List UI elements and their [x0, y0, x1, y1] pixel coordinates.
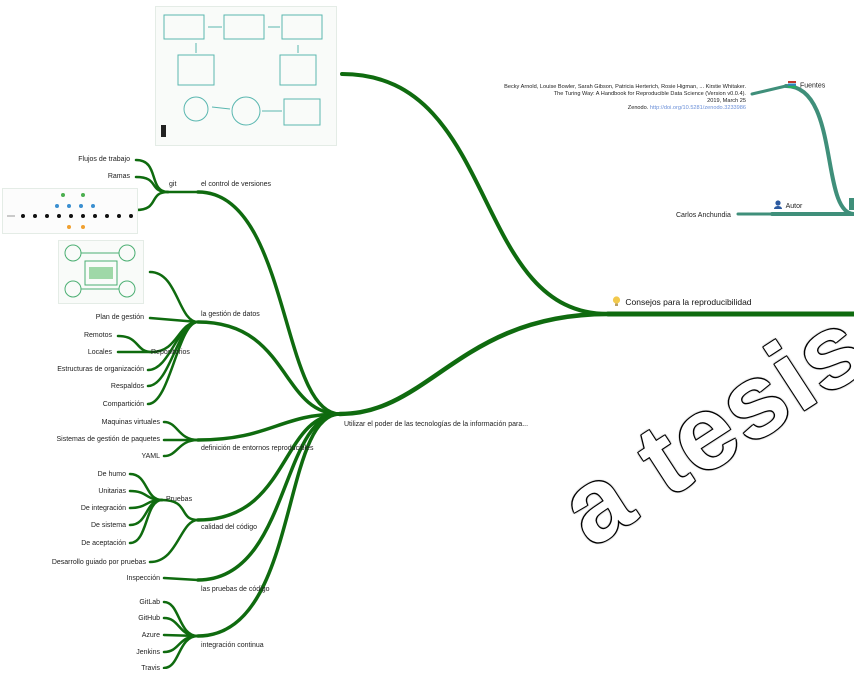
fuentes-node[interactable]: Fuentes	[788, 80, 825, 91]
branch-gestion-datos[interactable]: la gestión de datos	[201, 311, 260, 318]
item-jenkins[interactable]: Jenkins	[136, 649, 160, 656]
books-icon	[788, 80, 796, 91]
ref-doi-link[interactable]: http://doi.org/10.5281/zenodo.3233986	[649, 105, 746, 111]
author-name[interactable]: Carlos Anchundia	[676, 212, 731, 219]
autor-node[interactable]: Autor	[774, 200, 802, 212]
item-unitarias[interactable]: Unitarias	[98, 488, 126, 495]
pruebas-node[interactable]: Pruebas	[166, 496, 193, 503]
item-tdd[interactable]: Desarrollo guiado por pruebas	[51, 559, 146, 566]
branch-pruebas-codigo[interactable]: las pruebas de código	[201, 586, 270, 593]
branch-connector-control	[196, 190, 342, 416]
item-ramas[interactable]: Ramas	[107, 173, 130, 180]
autor-label: Autor	[785, 202, 803, 210]
fuentes-label: Fuentes	[799, 82, 826, 90]
item-de-humo[interactable]: De humo	[97, 471, 126, 478]
item-de-integracion[interactable]: De integración	[80, 505, 126, 512]
central-node[interactable]: Consejos para la reproducibilidad	[612, 296, 752, 309]
branch-connector-calidad	[196, 412, 342, 522]
branch-control-versiones[interactable]: el control de versiones	[201, 181, 272, 188]
ref-title: The Turing Way: A Handbook for Reproduci…	[553, 91, 746, 97]
item-locales[interactable]: Locales	[87, 349, 112, 356]
item-remotos[interactable]: Remotos	[83, 332, 112, 339]
ref-source: Zenodo. http://doi.org/10.5281/zenodo.32…	[416, 105, 746, 112]
data-management-image	[58, 240, 144, 304]
reference-citation: Becky Arnold, Louise Bowler, Sarah Gibso…	[416, 84, 746, 112]
branch-calidad-codigo[interactable]: calidad del código	[201, 524, 258, 531]
item-plan-gestion[interactable]: Plan de gestión	[95, 314, 144, 321]
item-flujos-trabajo[interactable]: Flujos de trabajo	[78, 156, 130, 163]
main-topic[interactable]: Utilizar el poder de las tecnologías de …	[344, 421, 529, 428]
lightbulb-icon	[612, 296, 621, 309]
git-graph-image	[2, 188, 138, 234]
fuentes-connector	[784, 84, 854, 216]
repositorios-node[interactable]: Repositorios	[151, 349, 190, 356]
item-de-aceptacion[interactable]: De aceptación	[81, 540, 126, 547]
branch-integracion-continua[interactable]: integración continua	[201, 642, 264, 649]
item-gestion-paquetes[interactable]: Sistemas de gestión de paquetes	[56, 436, 160, 443]
item-maquinas-virtuales[interactable]: Maquinas virtuales	[101, 419, 160, 426]
item-comparticion[interactable]: Compartición	[102, 401, 144, 408]
trunk-to-image	[340, 72, 610, 316]
item-azure[interactable]: Azure	[141, 632, 160, 639]
ref-date: 2019, March 25	[707, 98, 746, 104]
person-icon	[774, 200, 782, 212]
trunk-to-topic	[337, 311, 611, 417]
branch-connector-pruebas	[196, 412, 342, 582]
ref-source-prefix: Zenodo.	[627, 105, 649, 111]
ref-authors: Becky Arnold, Louise Bowler, Sarah Gibso…	[504, 84, 746, 90]
branch-entornos[interactable]: definición de entornos reproducibles	[201, 445, 314, 452]
item-estructuras[interactable]: Estructuras de organización	[57, 366, 144, 373]
item-yaml[interactable]: YAML	[141, 453, 160, 460]
branch-connector-integracion	[196, 412, 342, 638]
git-node[interactable]: git	[169, 181, 177, 188]
item-respaldos[interactable]: Respaldos	[110, 383, 144, 390]
item-github[interactable]: GitHub	[138, 615, 160, 622]
workflow-illustration-image	[155, 6, 337, 146]
central-node-label: Consejos para la reproducibilidad	[625, 296, 752, 307]
item-inspeccion[interactable]: Inspección	[126, 575, 160, 582]
item-gitlab[interactable]: GitLab	[139, 599, 160, 606]
branch-connector-datos	[196, 320, 342, 416]
branch-connector-entornos	[196, 412, 342, 442]
item-de-sistema[interactable]: De sistema	[90, 522, 126, 529]
